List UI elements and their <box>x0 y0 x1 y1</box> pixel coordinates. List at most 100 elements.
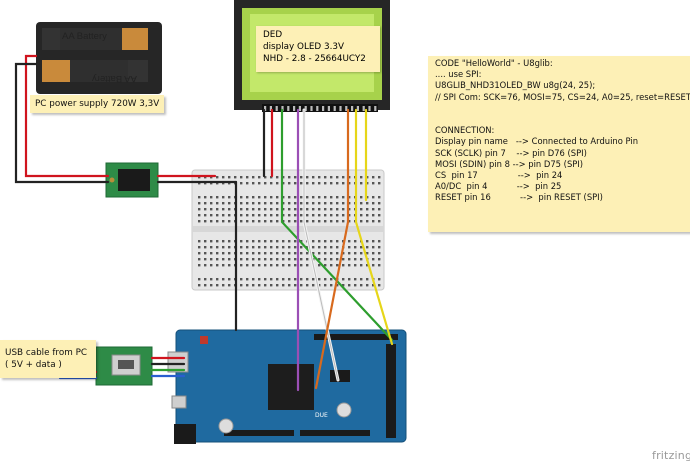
breadboard-hole <box>252 246 255 249</box>
breadboard-hole <box>228 196 231 199</box>
breadboard-hole <box>294 208 297 211</box>
breadboard-hole <box>300 252 303 255</box>
breadboard-hole <box>330 252 333 255</box>
breadboard-hole <box>318 278 321 281</box>
breadboard-hole <box>348 240 351 243</box>
breadboard-hole <box>204 182 207 185</box>
breadboard-hole <box>264 264 267 267</box>
code-note-line: SCK (SCLK) pin 7 --> pin D76 (SPI) <box>435 147 587 158</box>
breadboard-hole <box>312 202 315 205</box>
breadboard-hole <box>300 202 303 205</box>
breadboard-hole <box>252 182 255 185</box>
breadboard-hole <box>264 278 267 281</box>
usb-board <box>95 346 153 386</box>
breadboard-hole <box>312 176 315 179</box>
breadboard-hole <box>306 252 309 255</box>
breadboard-hole <box>306 284 309 287</box>
breadboard-hole <box>312 240 315 243</box>
breadboard-hole <box>282 176 285 179</box>
breadboard-hole <box>354 240 357 243</box>
breadboard-hole <box>378 240 381 243</box>
breadboard-hole <box>342 258 345 261</box>
breadboard-hole <box>330 176 333 179</box>
breadboard-hole <box>204 246 207 249</box>
breadboard-hole <box>270 208 273 211</box>
breadboard-hole <box>306 278 309 281</box>
code-note-line: CONNECTION: <box>435 125 495 136</box>
display-note-line: NHD - 2.8 - 25664UCY2 <box>263 54 366 65</box>
display-pin <box>374 106 377 111</box>
breadboard-hole <box>306 196 309 199</box>
breadboard-hole <box>306 258 309 261</box>
breadboard-hole <box>348 264 351 267</box>
breadboard-hole <box>204 258 207 261</box>
breadboard-hole <box>270 284 273 287</box>
breadboard-hole <box>276 208 279 211</box>
fritzing-watermark: fritzing <box>652 449 690 462</box>
breadboard-hole <box>282 202 285 205</box>
breadboard-hole <box>270 258 273 261</box>
breadboard-hole <box>372 208 375 211</box>
breadboard-hole <box>246 278 249 281</box>
breadboard-hole <box>204 220 207 223</box>
breadboard-hole <box>222 284 225 287</box>
breadboard-hole <box>216 246 219 249</box>
breadboard-hole <box>306 202 309 205</box>
breadboard-hole <box>198 278 201 281</box>
breadboard-hole <box>378 284 381 287</box>
breadboard-hole <box>276 252 279 255</box>
breadboard-hole <box>276 176 279 179</box>
power-supply-note: PC power supply 720W 3,3V <box>30 95 164 113</box>
breadboard-hole <box>228 278 231 281</box>
breadboard-hole <box>294 182 297 185</box>
breadboard-hole <box>330 220 333 223</box>
breadboard-hole <box>324 278 327 281</box>
breadboard-hole <box>330 284 333 287</box>
breadboard-hole <box>378 196 381 199</box>
breadboard-hole <box>360 258 363 261</box>
breadboard-hole <box>324 264 327 267</box>
breadboard-hole <box>228 220 231 223</box>
breadboard-hole <box>318 176 321 179</box>
breadboard-hole <box>204 202 207 205</box>
breadboard-hole <box>222 208 225 211</box>
breadboard-hole <box>336 208 339 211</box>
breadboard-hole <box>324 284 327 287</box>
breadboard-hole <box>306 176 309 179</box>
breadboard-hole <box>354 246 357 249</box>
breadboard-hole <box>378 246 381 249</box>
breadboard-hole <box>282 220 285 223</box>
breadboard-hole <box>258 202 261 205</box>
breadboard-hole <box>246 214 249 217</box>
breadboard-hole <box>282 182 285 185</box>
breadboard-hole <box>288 214 291 217</box>
breadboard-hole <box>216 264 219 267</box>
breadboard-hole <box>360 176 363 179</box>
breadboard-hole <box>330 278 333 281</box>
code-note-line <box>435 103 690 114</box>
breadboard-hole <box>222 220 225 223</box>
breadboard-hole <box>324 214 327 217</box>
breadboard-hole <box>360 284 363 287</box>
breadboard-hole <box>204 208 207 211</box>
breadboard-hole <box>258 246 261 249</box>
wires <box>14 54 394 392</box>
breadboard-hole <box>330 240 333 243</box>
breadboard-hole <box>282 240 285 243</box>
breadboard-hole <box>336 246 339 249</box>
breadboard-hole <box>222 278 225 281</box>
breadboard-hole <box>288 246 291 249</box>
breadboard-hole <box>288 220 291 223</box>
breadboard-hole <box>240 196 243 199</box>
breadboard-hole <box>312 182 315 185</box>
breadboard-hole <box>210 196 213 199</box>
breadboard-hole <box>318 220 321 223</box>
breadboard-hole <box>282 208 285 211</box>
code-note-line: U8GLIB_NHD31OLED_BW u8g(24, 25); <box>435 80 596 91</box>
code-note-line: CS pin 17 --> pin 24 <box>435 170 563 181</box>
breadboard-hole <box>228 176 231 179</box>
breadboard-hole <box>336 258 339 261</box>
breadboard-hole <box>318 246 321 249</box>
breadboard-hole <box>354 264 357 267</box>
breadboard-hole <box>342 220 345 223</box>
